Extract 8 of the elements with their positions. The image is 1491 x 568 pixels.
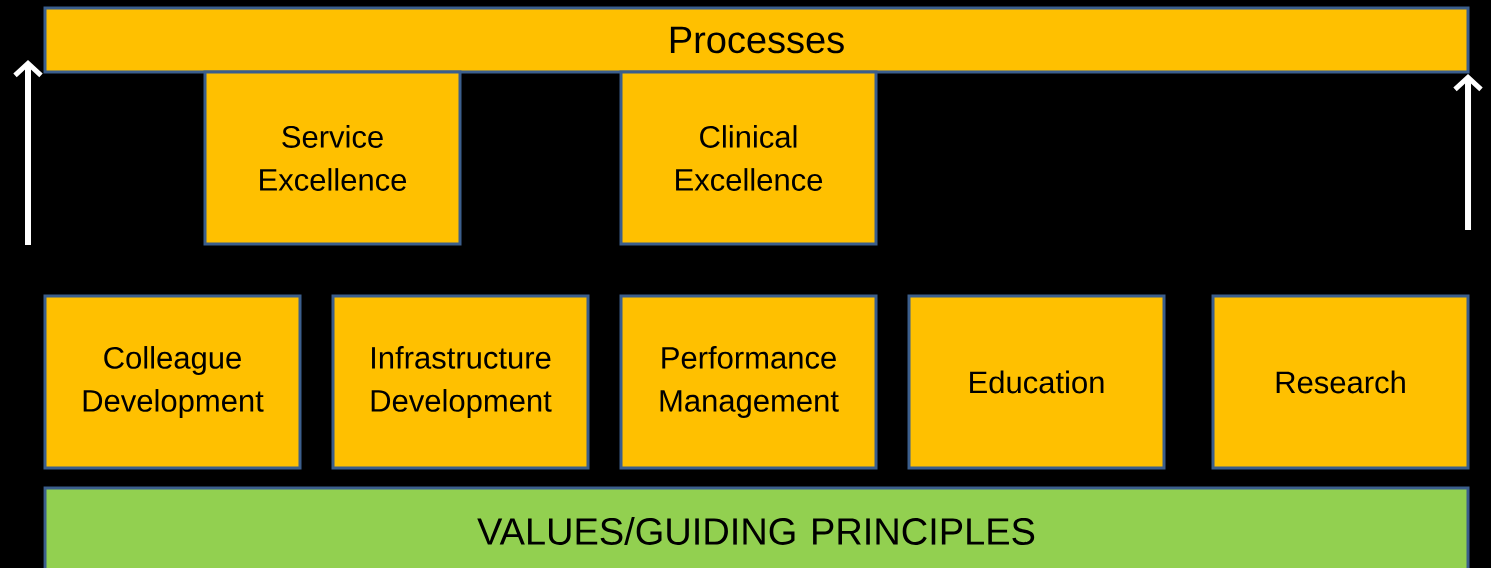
pillar-box: Service Excellence [203,70,462,246]
foundation-bar: VALUES/GUIDING PRINCIPLES [43,486,1470,568]
pillar-box: Education [907,294,1166,470]
pillar-box: Infrastructure Development [331,294,590,470]
pillar-box: Colleague Development [43,294,302,470]
pillar-box: Clinical Excellence [619,70,878,246]
pillar-box: Research [1211,294,1470,470]
pillar-box: Performance Management [619,294,878,470]
